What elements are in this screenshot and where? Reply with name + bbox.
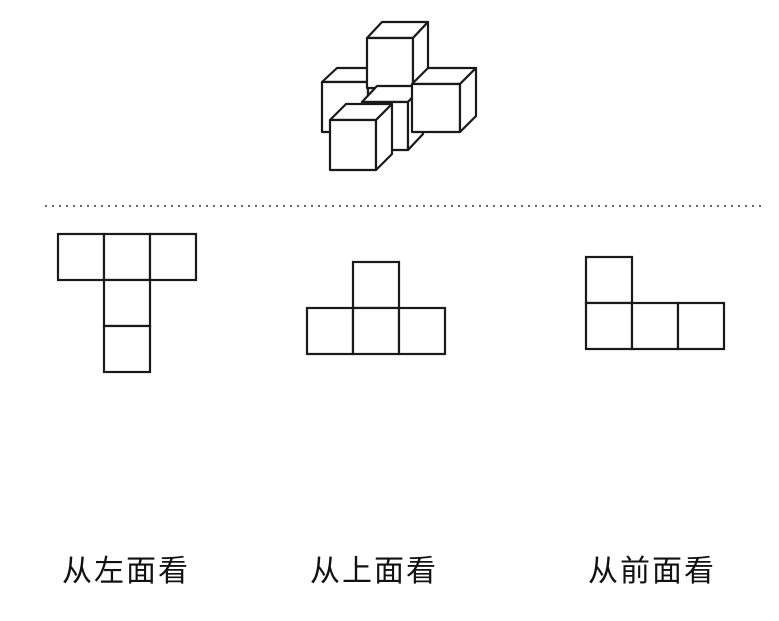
- left-view-grid: [56, 232, 198, 374]
- front-view-grid: [584, 255, 726, 351]
- left-view-label: 从左面看: [62, 554, 190, 589]
- top-view-label: 从上面看: [310, 554, 438, 589]
- top-view-grid: [305, 260, 447, 356]
- front-view-label: 从前面看: [588, 554, 716, 589]
- cube-front: [328, 102, 394, 172]
- cube-right: [410, 66, 478, 134]
- cube-arrangement: [320, 20, 478, 172]
